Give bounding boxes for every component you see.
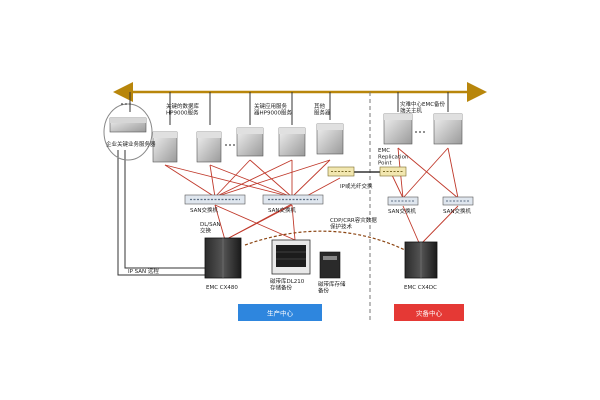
ip-switch-right — [379, 166, 407, 177]
prod-center-label: 生产中心 — [267, 309, 294, 318]
label-enterprise-server: 企业关键业务服务器 — [106, 140, 156, 148]
remote-host-2 — [433, 113, 463, 145]
backbone-drops — [129, 92, 449, 125]
label-switch-right-2: SAN交换机 — [443, 207, 471, 215]
label-storage-left: EMC CX480 — [206, 285, 238, 291]
storage-emc-cx480 — [204, 237, 242, 279]
other-server — [316, 123, 344, 155]
core-db-server-2 — [196, 131, 222, 163]
label-tape-ext: 磁带库存储备份 — [318, 280, 346, 294]
label-switch-left-1: SAN交换机 — [190, 206, 218, 214]
san-switch-left-1 — [184, 194, 246, 205]
san-switch-right-1 — [387, 196, 419, 206]
core-db-server-1 — [152, 131, 178, 163]
ip-switch-left — [327, 166, 355, 177]
label-cdp-crr: CDP/CRR容灾数据保护技术 — [330, 216, 377, 230]
app-server-1 — [236, 127, 264, 157]
ellipsis-dots — [121, 103, 425, 146]
remote-host-1 — [383, 113, 413, 145]
tape-library-ext — [319, 251, 341, 279]
label-remote-hosts: 灾难中心EMC备份端关主机 — [400, 100, 446, 114]
label-ip-san: IP SAN 远程 — [128, 267, 159, 275]
enterprise-server — [103, 103, 153, 161]
san-switch-left-2 — [262, 194, 324, 205]
red-links — [164, 147, 459, 246]
label-ip-switch: IP或光纤交换 — [340, 182, 373, 190]
replication-curve — [244, 230, 406, 251]
tape-library-dl210 — [271, 239, 311, 275]
dr-center-label: 灾备中心 — [416, 309, 443, 318]
dr-center-box — [394, 304, 464, 321]
label-switch-left-2: SAN交换机 — [268, 206, 296, 214]
label-switch-right-1: SAN交换机 — [388, 207, 416, 215]
label-storage-right: EMC CX4DC — [404, 285, 437, 291]
app-server-2 — [278, 127, 306, 157]
label-other-servers: 其他服务器 — [314, 102, 331, 116]
storage-emc-cx4dc — [404, 241, 438, 279]
prod-center-box — [238, 304, 322, 321]
san-switch-right-2 — [442, 196, 474, 206]
label-app-cluster: 关键应用服务器HP9000服务 — [254, 102, 292, 116]
